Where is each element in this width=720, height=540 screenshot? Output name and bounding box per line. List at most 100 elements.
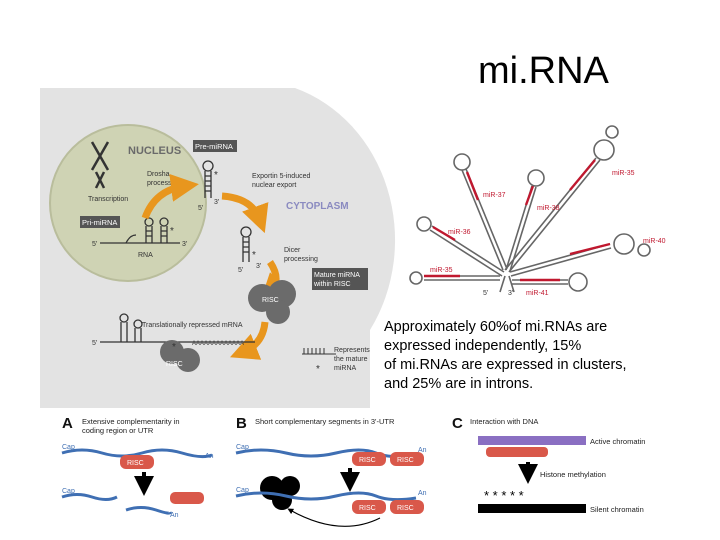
methylation-marks: * * * * * [484,488,524,503]
legend-star: * [316,364,320,375]
risc-complex-bottom [160,340,200,372]
dicer-label-2: processing [284,256,318,263]
exportin-label-2: nuclear export [252,182,296,189]
active-chromatin-label: Active chromatin [590,437,645,446]
pre-mirna-star: * [214,170,218,181]
panel-c: C Interaction with DNA Active chromatin … [452,415,645,514]
caption-line-3: of mi.RNAs are expressed in clusters, [384,357,627,373]
pre-mirna-3prime: 3' [214,199,219,206]
mature-mirna-legend-icon [302,348,336,355]
pre-mirna-label: Pre-miRNA [195,142,233,151]
cytoplasmic-pre-mirna [240,226,252,262]
panel-b-letter: B [236,415,247,432]
panel-b-an-1: An [418,447,427,454]
panel-b-cap-2: Cap [236,487,249,494]
mir35-top-label: miR-35 [612,170,635,177]
mrna-5prime: 5' [92,340,97,347]
panel-b-risc-3 [352,500,386,514]
silent-chromatin-bar [478,504,586,513]
pri-mirna-5prime: 5' [92,241,97,248]
hairpin-mir38 [505,169,545,272]
panel-a-risc-label-1: RISC [127,460,144,467]
mir41-label: miR-41 [526,290,549,297]
panel-c-title: Interaction with DNA [470,417,538,426]
panel-c-letter: C [452,415,463,432]
drosha-label-1: Drosha [147,171,170,178]
mir36-label: miR-36 [448,229,471,236]
hairpin-mir35-left [409,271,500,285]
legend-label-1: Represents [334,347,370,354]
panel-a-mrna-cleaved-2 [125,506,172,515]
caption: Approximately 60%of mi.RNAs are expresse… [384,318,714,394]
panel-b-an-2: An [418,490,427,497]
bottom-star: * [172,342,176,353]
drosha-processing-arrow [141,173,199,220]
translational-label: Translationally repressed mRNA [142,322,243,329]
mirna-hairpin-cluster [409,125,651,293]
hairpin-mir41 [512,272,588,292]
mir37-label: miR-37 [483,192,506,199]
panel-b-risc-4 [390,500,424,514]
panel-b-risc-label-3: RISC [359,505,376,512]
panel-b-cap-1: Cap [236,444,249,451]
panel-a-mrna-cleaved-1 [61,493,118,501]
mature-mirna-badge [312,268,368,290]
nucleus-label: NUCLEUS [128,145,181,157]
hairpin-mir36 [416,216,505,277]
panel-b-risc-label-1: RISC [359,457,376,464]
rna-label: RNA [138,252,153,259]
caption-line-4: and 25% are in introns. [384,376,534,392]
dicer-label-1: Dicer [284,247,301,254]
cyto-5prime: 5' [238,267,243,274]
mir35-left-label: miR-35 [430,267,453,274]
panel-b-risc-2 [390,452,424,466]
slide-title: mi.RNA [478,50,609,92]
panel-a-an-1: An [205,453,214,460]
risc-bottom-label: RISC [166,361,183,368]
panel-a-an-2: An [170,512,179,519]
pri-mirna-star: * [170,226,174,237]
pri-mirna-strand [100,217,180,244]
panel-a-letter: A [62,415,73,432]
mature-label-1: Mature miRNA [314,272,360,279]
pre-mirna-5prime: 5' [198,205,203,212]
histone-methylation-label: Histone methylation [540,470,606,479]
exportin-label-1: Exportin 5-induced [252,173,310,180]
mirna-biogenesis-pathway: NUCLEUS Pre-miRNA Drosha processing Tran… [40,88,396,408]
panel-b-mrna-2 [235,491,417,502]
panel-b-risc-1 [352,452,386,466]
mir40-label: miR-40 [643,238,666,245]
panel-a-risc-1 [120,455,154,469]
pri-mirna-badge [80,216,120,228]
panel-b-risc-label-4: RISC [397,505,414,512]
panel-b-title: Short complementary segments in 3'-UTR [255,417,395,426]
active-chromatin-bar [478,436,586,445]
hairpin-mir35-top [504,125,619,273]
panel-a-risc-2 [170,492,204,504]
mature-label-2: within RISC [313,281,351,288]
panel-a-cap-1: Cap [62,444,75,451]
cyto-3prime: 3' [256,263,261,270]
risc-complex-top [248,280,296,324]
transcription-label: Transcription [88,196,128,203]
hairpin-labels: miR-35 miR-37 miR-38 miR-36 miR-40 miR-3… [430,170,666,297]
legend-label-3: miRNA [334,365,356,372]
caption-line-1: Approximately 60%of mi.RNAs are [384,319,608,335]
pri-mirna-label: Pri-miRNA [82,218,117,227]
mir38-label: miR-38 [537,205,560,212]
drosha-label-2: processing [147,180,181,187]
panel-a-title-1: Extensive complementarity in [82,417,180,426]
nuclear-export-arrow [221,192,269,234]
hairpin-mir37 [453,153,508,271]
caption-line-2: expressed independently, 15% [384,338,582,354]
hairpin-mir40 [509,233,651,277]
pre-mirna-hairpin [202,160,214,198]
panel-c-risc [486,447,548,457]
panel-a-cap-2: Cap [62,488,75,495]
panel-a: A Extensive complementarity in coding re… [61,415,214,519]
hairpin-5prime: 5' [483,290,488,297]
poly-a-tail: AAAAAAAAAAAAA [192,341,244,347]
hairpin-3prime: 3' [508,290,513,297]
cyto-star: * [252,250,256,261]
